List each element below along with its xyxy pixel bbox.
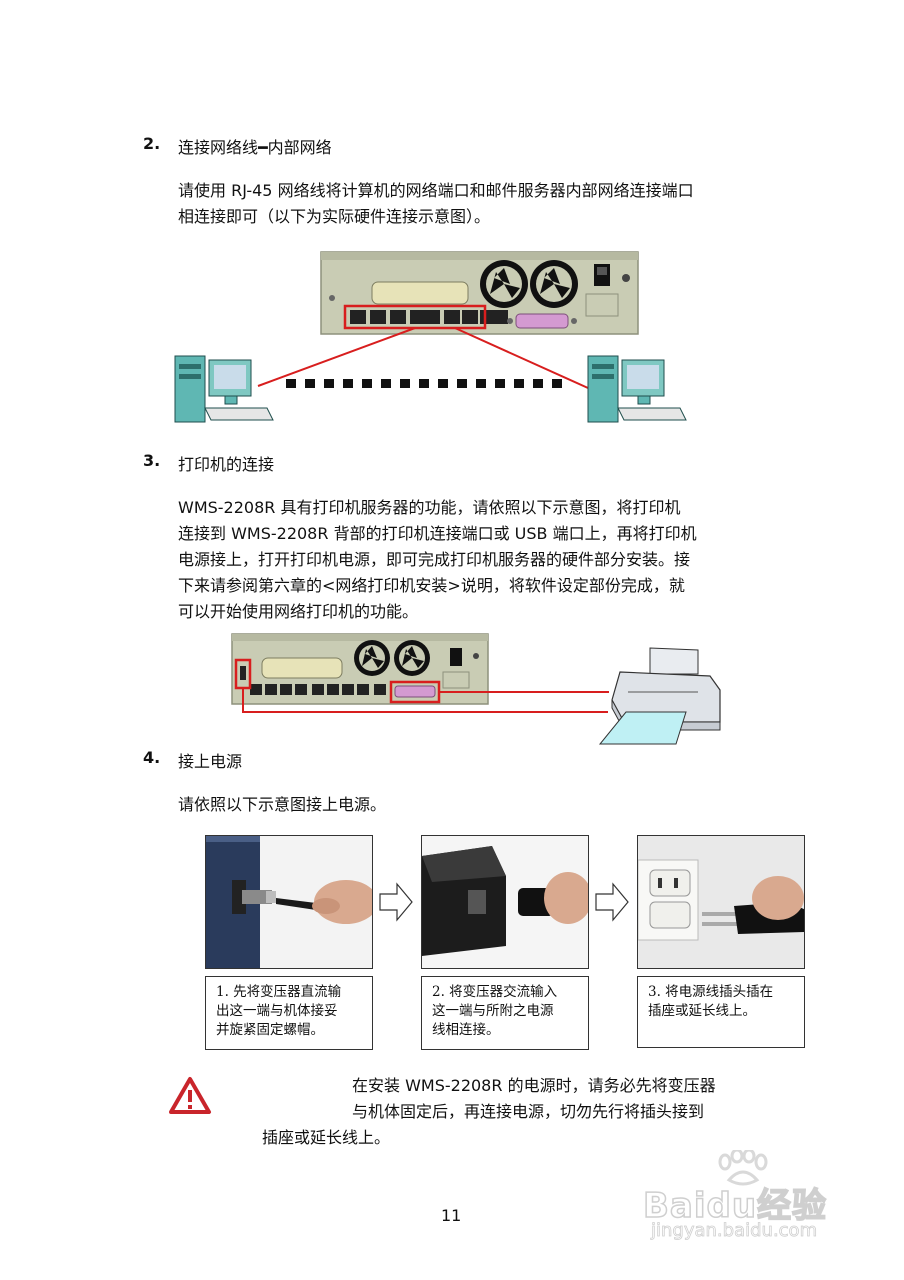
section-2-number: 2. [143, 134, 161, 153]
watermark-brand: Baidu经验 [642, 1185, 828, 1227]
section-4-number: 4. [143, 748, 161, 767]
section-2-line-1: 请使用 RJ-45 网络线将计算机的网络端口和邮件服务器内部网络连接端口 [178, 181, 694, 200]
section-3-line-2: 连接到 WMS-2208R 背部的打印机连接端口或 USB 端口上，再将打印机 [178, 524, 697, 543]
cable-line-right [454, 327, 589, 389]
warning-line-1: 在安装 WMS-2208R 的电源时，请务必先将变压器 [352, 1076, 716, 1095]
warning-line-3: 插座或延长线上。 [262, 1128, 391, 1147]
section-2-line-2: 相连接即可（以下为实际硬件连接示意图）。 [178, 207, 491, 226]
arrow-right-icon [379, 882, 413, 922]
step-2-caption: 2. 将变压器交流输入 这一端与所附之电源 线相连接。 [421, 976, 589, 1050]
section-3-line-3: 电源接上，打开打印机电源，即可完成打印机服务器的硬件部分安装。接 [178, 550, 691, 569]
section-2-paragraph: 请使用 RJ-45 网络线将计算机的网络端口和邮件服务器内部网络连接端口 相连接… [178, 178, 694, 230]
step-3-line-2: 插座或延长线上。 [648, 1003, 756, 1019]
section-3-paragraph: WMS-2208R 具有打印机服务器的功能，请依照以下示意图，将打印机 连接到 … [178, 495, 697, 625]
step-3-photo [637, 835, 805, 969]
computer-icon-right [587, 355, 687, 423]
step-1-caption: 1. 先将变压器直流输 出这一端与机体接妥 并旋紧固定螺帽。 [205, 976, 373, 1050]
section-3-line-1: WMS-2208R 具有打印机服务器的功能，请依照以下示意图，将打印机 [178, 498, 681, 517]
section-3-title: 打印机的连接 [178, 455, 275, 474]
paw-logo-icon [718, 1150, 768, 1186]
printer-icon [598, 647, 721, 745]
server-back-panel [320, 251, 639, 335]
section-2-title: 连接网络线━内部网络 [178, 138, 332, 157]
section-4-title: 接上电源 [178, 752, 243, 771]
baidu-jingyan-watermark: Baidu经验 jingyan.baidu.com [642, 1150, 853, 1246]
step-2-photo [421, 835, 589, 969]
computer-icon-left [174, 355, 274, 423]
cable-line-left [257, 327, 416, 387]
server-back-panel-2 [231, 633, 489, 705]
dotted-network-line [286, 379, 562, 388]
step-3-caption: 3. 将电源线插头插在 插座或延长线上。 [637, 976, 805, 1048]
step-1-line-2: 出这一端与机体接妥 [216, 1003, 338, 1019]
step-2-line-1: 2. 将变压器交流输入 [432, 984, 558, 1000]
section-3-number: 3. [143, 451, 161, 470]
network-connection-diagram [174, 251, 687, 423]
usb-cable-line [242, 688, 608, 713]
step-2-line-3: 线相连接。 [432, 1022, 500, 1038]
step-2-line-2: 这一端与所附之电源 [432, 1003, 554, 1019]
warning-line-2: 与机体固定后，再连接电源，切勿先行将插头接到 [352, 1102, 705, 1121]
page-number: 11 [441, 1206, 462, 1225]
step-1-line-3: 并旋紧固定螺帽。 [216, 1022, 324, 1038]
step-1-photo [205, 835, 373, 969]
section-3-line-5: 可以开始使用网络打印机的功能。 [178, 602, 419, 621]
section-3-line-4: 下来请参阅第六章的<网络打印机安装>说明，将软件设定部份完成，就 [178, 576, 685, 595]
step-3-line-1: 3. 将电源线插头插在 [648, 984, 774, 1000]
warning-triangle-icon [169, 1077, 211, 1114]
watermark-url: jingyan.baidu.com [651, 1220, 818, 1242]
printer-connection-diagram [231, 633, 721, 745]
arrow-right-icon-2 [595, 882, 629, 922]
section-4-intro: 请依照以下示意图接上电源。 [178, 795, 387, 814]
step-1-line-1: 1. 先将变压器直流输 [216, 984, 342, 1000]
